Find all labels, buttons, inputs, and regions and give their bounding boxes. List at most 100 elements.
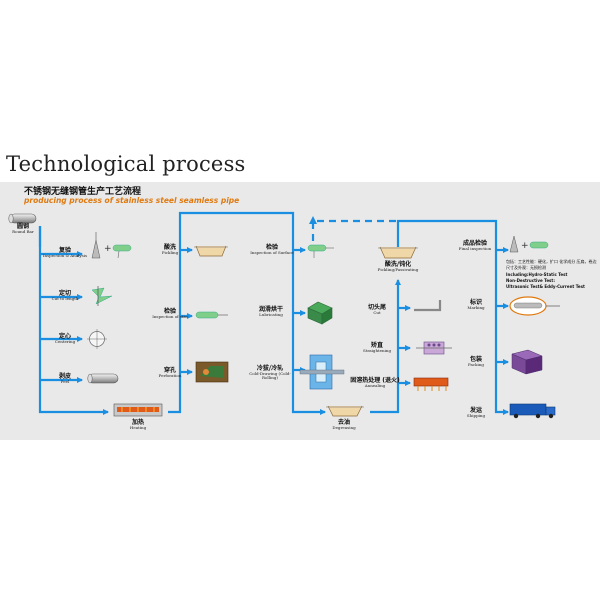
step-cut-to-length: 定切 Cut to length [42, 290, 88, 302]
diagram-title-en: producing process of stainless steel sea… [24, 196, 240, 205]
spectrometer-icon: + [91, 232, 132, 259]
svg-text:+: + [104, 244, 112, 254]
cold-drawing-machine-icon [299, 354, 345, 390]
saw-icon [91, 286, 113, 306]
step-shipping: 发运 Shipping [456, 407, 496, 419]
step-label-en: Inspection of Surface [250, 250, 294, 256]
page-heading: Technological process [6, 152, 246, 176]
step-cold-drawing: 冷拔/冷轧 Cold-Drawing (Cold-Rolling) [246, 365, 294, 381]
flow-line-heating-to-col2 [168, 211, 198, 414]
step-label-en: Perforation [158, 373, 182, 379]
step-label-en: Peel [60, 379, 70, 385]
step-label-cn: 复验 [58, 247, 71, 254]
flow-arrowhead-dashed [309, 216, 317, 224]
step-label-en: Straightening [362, 348, 392, 354]
step-label-cn: 检验 [163, 308, 176, 315]
step-label-cn: 冷拔/冷轧 [256, 365, 284, 372]
step-label-en: Heating [129, 425, 147, 431]
step-cut: 切头尾 Cut [356, 304, 398, 316]
flow-line-col1-down [38, 226, 109, 415]
step-label-en: Centering [54, 339, 76, 345]
step-pickling: 酸洗 Pickling [148, 244, 192, 256]
final-note-cn-2: 尺寸及外观：无损检测 [506, 265, 546, 270]
step-label-cn: 切头尾 [367, 304, 386, 311]
piercing-mill-icon [195, 361, 229, 383]
step-label-en: Inspection of size [152, 314, 188, 320]
svg-text:+: + [521, 241, 529, 251]
step-label-en: Cut to length [51, 296, 79, 302]
step-label-cn: 矫直 [370, 342, 383, 349]
step-label-en: Marking [467, 305, 485, 311]
step-label-cn: 圆钢 [16, 223, 29, 230]
step-label-cn: 标识 [469, 299, 482, 306]
degreasing-tank-icon [326, 405, 364, 417]
step-packing: 包装 Packing [456, 356, 496, 368]
centering-icon [87, 329, 107, 349]
caliper-icon [195, 311, 228, 319]
step-marking: 标识 Marking [456, 299, 496, 311]
packing-box-icon [511, 349, 543, 375]
step-label-en: Pickling/Passivating [377, 267, 419, 273]
annealing-furnace-icon [413, 377, 449, 391]
step-label-cn: 固溶热处理 (退火) [350, 377, 400, 384]
final-inspection-icon: + [509, 235, 549, 253]
final-note-en-1: Including:Hydro-Static Test [506, 272, 568, 277]
step-label-cn: 检验 [265, 244, 278, 251]
heating-furnace-icon [113, 403, 163, 417]
cut-pipe-icon [414, 300, 442, 312]
step-label-cn: 包装 [469, 356, 482, 363]
step-final-inspection: 成品检验 Final inspection [452, 240, 498, 252]
step-peel: 剥皮 Peel [42, 373, 88, 385]
step-label-cn: 去油 [337, 419, 350, 426]
step-label-cn: 穿孔 [163, 367, 176, 374]
step-label-cn: 加热 [131, 419, 144, 426]
step-label-cn: 定心 [58, 333, 71, 340]
step-pickling-passivating: 酸洗/钝化 Pickling/Passivating [374, 261, 422, 273]
surface-inspection-icon [307, 244, 334, 258]
lubricating-rack-icon [307, 301, 333, 325]
step-heating: 加热 Heating [118, 419, 158, 431]
step-label-cn: 成品检验 [462, 240, 487, 247]
step-label-en: Packing [468, 362, 484, 368]
flow-line-to-final [396, 219, 509, 415]
step-label-en: Pickling [161, 250, 179, 256]
step-label-en: Shipping [466, 413, 486, 419]
step-label-en: Round Bar [12, 229, 34, 235]
step-label-en: Inspection & Analysis [42, 253, 88, 259]
step-label-cn: 定切 [58, 290, 71, 297]
step-label-cn: 发运 [469, 407, 482, 414]
final-note-en-3: Ultrasonic Test& Eddy-Current Test [506, 284, 585, 289]
flow-lines [38, 211, 509, 415]
peel-bar-icon [87, 373, 119, 384]
pickling-passivating-tank-icon [378, 246, 418, 259]
diagram-title-cn: 不锈钢无缝钢管生产工艺流程 [24, 187, 142, 197]
step-label-en: Degreasing [332, 425, 356, 431]
step-label-cn: 酸洗 [163, 244, 176, 251]
step-centering: 定心 Centering [42, 333, 88, 345]
step-label-en: Cut [373, 310, 381, 316]
step-label-en: Lubricating [259, 312, 283, 318]
flow-line-col4 [370, 279, 401, 414]
step-label-en: Final inspection [458, 246, 492, 252]
step-annealing: 固溶热处理 (退火) Annealing [350, 377, 400, 388]
final-note-en-2: Non-Destructive Test: [506, 278, 555, 283]
step-inspection-size: 检验 Inspection of size [148, 308, 192, 320]
step-label-cn: 酸洗/钝化 [384, 261, 412, 268]
step-label-en: Cold-Drawing (Cold-Rolling) [249, 371, 291, 381]
shipping-truck-icon [509, 403, 556, 419]
step-label-cn: 润滑烘干 [258, 306, 283, 313]
step-degreasing: 去油 Degreasing [324, 419, 364, 431]
step-round-bar: 圆钢 Round Bar [4, 223, 42, 235]
step-inspection-surface: 检验 Inspection of Surface [250, 244, 294, 256]
straightening-icon [416, 341, 452, 355]
final-note-cn-1: 包括：工艺性能：硬化，扩口 化学成分 压扁，卷边 [506, 259, 597, 264]
step-straightening: 矫直 Straightening [356, 342, 398, 354]
step-label-cn: 剥皮 [58, 373, 71, 380]
flow-line-return-dashed [311, 219, 398, 241]
round-bar-icon [8, 213, 37, 224]
step-lubricating: 润滑烘干 Lubricating [248, 306, 294, 318]
pickling-tank-icon [194, 245, 228, 257]
step-inspection-analysis: 复验 Inspection & Analysis [42, 247, 88, 259]
marking-magnifier-icon [509, 296, 560, 316]
